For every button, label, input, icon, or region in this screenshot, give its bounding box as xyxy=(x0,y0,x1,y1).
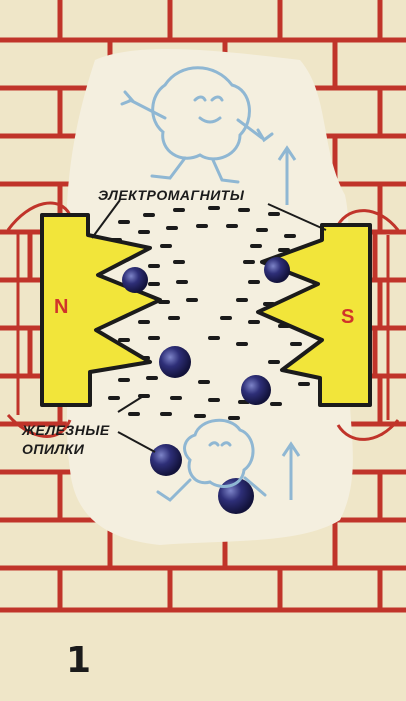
iron-filings-label-line1: ЖЕЛЕЗНЫЕ xyxy=(22,422,110,438)
figure-number: 1 xyxy=(66,640,91,681)
iron-filings-label-line2: ОПИЛКИ xyxy=(22,441,84,457)
south-pole-label: S xyxy=(341,306,354,329)
north-pole-label: N xyxy=(54,296,68,319)
electromagnets-label: ЭЛЕКТРОМАГНИТЫ xyxy=(98,187,244,203)
